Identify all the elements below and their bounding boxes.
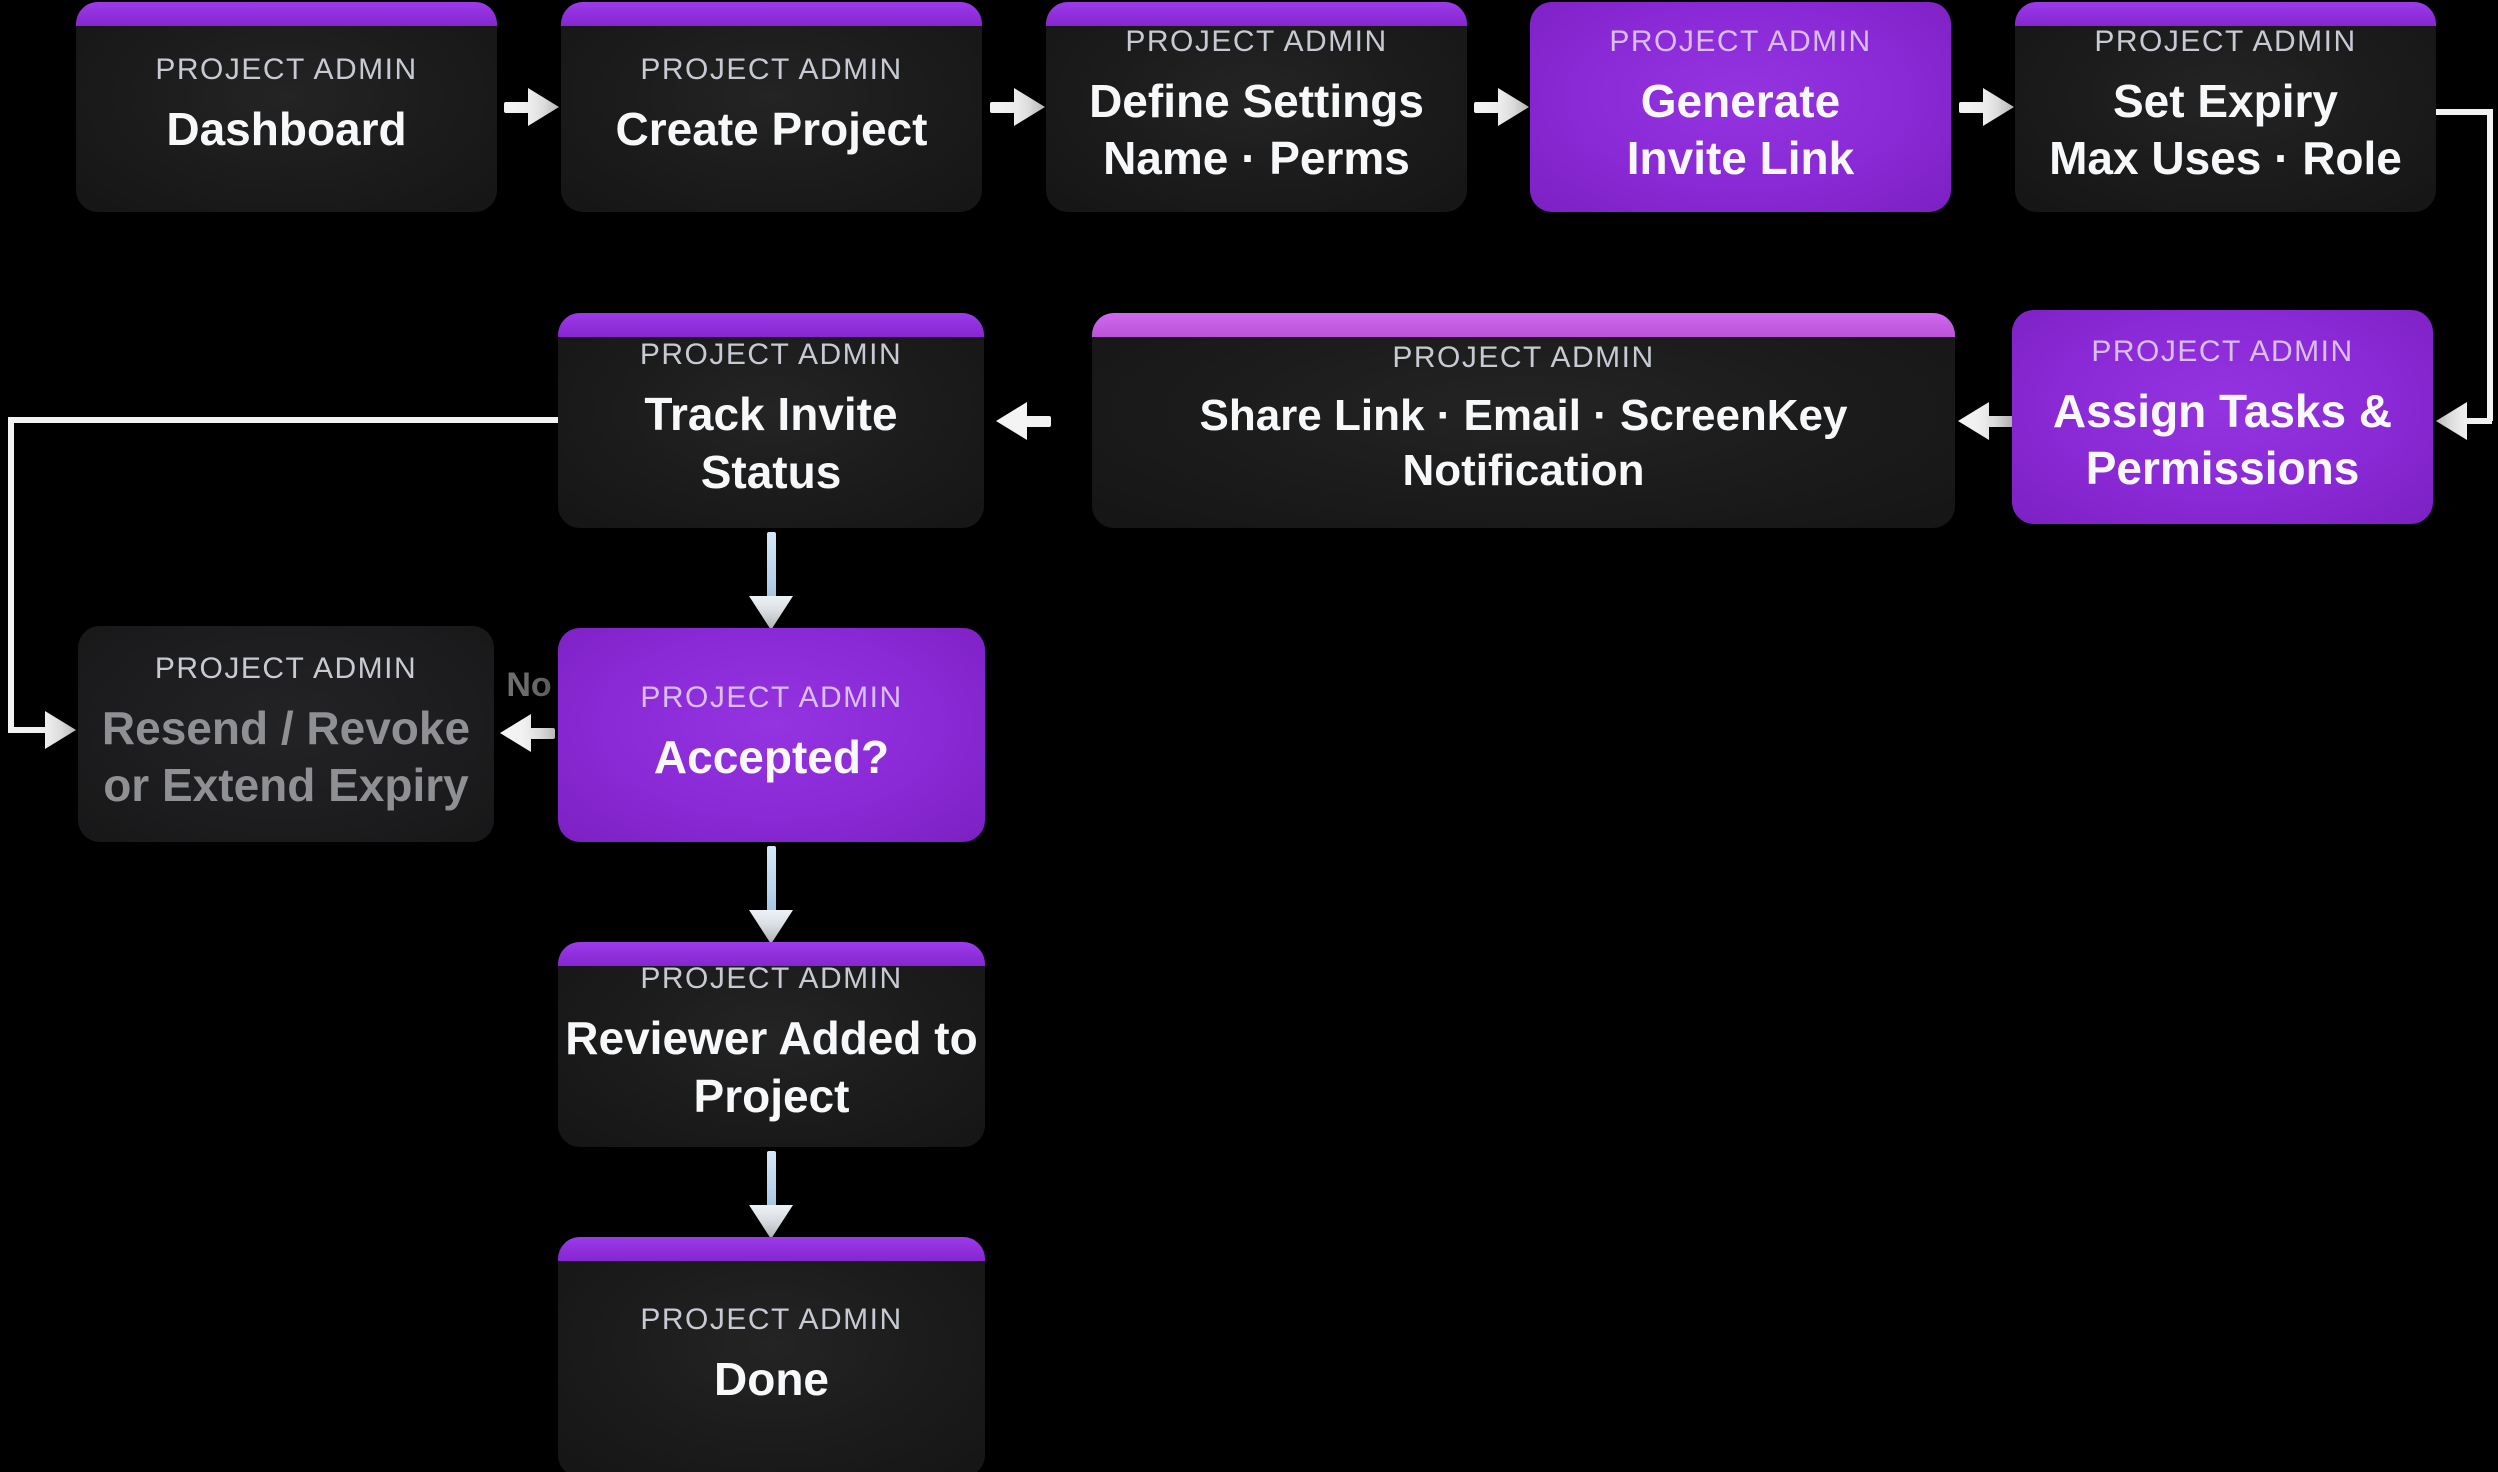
node-title: Set Expiry Max Uses · Role bbox=[2049, 74, 2402, 184]
flow-node-share-link: PROJECT ADMIN Share Link · Email · Scree… bbox=[1092, 313, 1955, 528]
node-title: Dashboard bbox=[166, 103, 407, 156]
arrow-stem bbox=[766, 846, 776, 912]
node-role-label: PROJECT ADMIN bbox=[155, 53, 418, 87]
node-title: Generate Invite Link bbox=[1626, 74, 1855, 184]
flow-arrow-right-icon bbox=[1959, 88, 2014, 126]
node-title: Done bbox=[714, 1353, 829, 1406]
arrow-stem bbox=[990, 101, 1015, 113]
arrow-head bbox=[749, 1205, 793, 1239]
arrow-stem bbox=[1959, 101, 1984, 113]
arrow-head bbox=[1014, 88, 1045, 126]
node-accent-strip-light bbox=[1092, 313, 1955, 337]
flow-arrow-down-icon bbox=[749, 532, 793, 630]
flow-arrow-down-icon bbox=[749, 846, 793, 944]
flow-arrow-left-icon bbox=[996, 402, 1051, 440]
node-accent-strip bbox=[2015, 2, 2436, 26]
arrow-stem bbox=[766, 1151, 776, 1207]
flow-node-resend-revoke: PROJECT ADMIN Resend / Revoke or Extend … bbox=[78, 626, 494, 842]
flow-arrow-right-icon bbox=[990, 88, 1045, 126]
node-accent-strip bbox=[558, 1237, 985, 1261]
connector-line bbox=[8, 727, 48, 733]
flow-arrow-right-icon bbox=[1474, 88, 1529, 126]
arrow-head bbox=[1958, 402, 1989, 440]
node-title: Resend / Revoke or Extend Expiry bbox=[101, 701, 471, 811]
arrow-stem bbox=[1474, 101, 1499, 113]
arrow-head bbox=[749, 596, 793, 630]
connector-line bbox=[2462, 418, 2492, 424]
flow-node-define-settings: PROJECT ADMIN Define Settings Name · Per… bbox=[1046, 2, 1467, 212]
arrow-head bbox=[528, 88, 559, 126]
flow-node-assign-tasks: PROJECT ADMIN Assign Tasks & Permissions bbox=[2012, 310, 2433, 524]
node-role-label: PROJECT ADMIN bbox=[2094, 24, 2357, 58]
node-title: Create Project bbox=[615, 103, 928, 156]
node-title: Assign Tasks & Permissions bbox=[2052, 384, 2393, 494]
arrow-head bbox=[500, 714, 531, 752]
node-title: Reviewer Added to Project bbox=[565, 1012, 978, 1122]
connector-line bbox=[8, 417, 14, 732]
node-role-label: PROJECT ADMIN bbox=[1609, 24, 1872, 58]
node-role-label: PROJECT ADMIN bbox=[639, 338, 903, 372]
arrow-head bbox=[45, 711, 76, 749]
node-role-label: PROJECT ADMIN bbox=[2091, 334, 2354, 368]
arrow-head bbox=[1498, 88, 1529, 126]
arrow-stem bbox=[1988, 415, 2013, 427]
flow-node-reviewer-added: PROJECT ADMIN Reviewer Added to Project bbox=[558, 942, 985, 1147]
connector-line bbox=[8, 417, 558, 423]
node-role-label: PROJECT ADMIN bbox=[154, 651, 418, 685]
arrow-head bbox=[749, 910, 793, 944]
node-accent-strip bbox=[1046, 2, 1467, 26]
flow-node-create-project: PROJECT ADMIN Create Project bbox=[561, 2, 982, 212]
node-accent-strip bbox=[558, 942, 985, 966]
flow-node-dashboard: PROJECT ADMIN Dashboard bbox=[76, 2, 497, 212]
flow-node-accepted: PROJECT ADMIN Accepted? bbox=[558, 628, 985, 842]
flow-node-generate-invite: PROJECT ADMIN Generate Invite Link bbox=[1530, 2, 1951, 212]
node-accent-strip bbox=[561, 2, 982, 26]
connector-line bbox=[2436, 109, 2492, 115]
node-role-label: PROJECT ADMIN bbox=[1125, 24, 1388, 58]
node-title: Accepted? bbox=[653, 731, 890, 784]
flow-node-track-invite: PROJECT ADMIN Track Invite Status bbox=[558, 313, 984, 528]
node-title: Track Invite Status bbox=[644, 388, 898, 498]
arrow-head bbox=[996, 402, 1027, 440]
flow-arrow-left-icon bbox=[1958, 402, 2013, 440]
connector-line bbox=[2487, 109, 2493, 421]
arrow-stem bbox=[504, 101, 529, 113]
node-role-label: PROJECT ADMIN bbox=[640, 53, 903, 87]
flow-arrow-right-icon bbox=[504, 88, 559, 126]
flow-node-done: PROJECT ADMIN Done bbox=[558, 1237, 985, 1472]
flow-arrow-down-icon bbox=[749, 1151, 793, 1239]
node-accent-strip bbox=[76, 2, 497, 26]
node-role-label: PROJECT ADMIN bbox=[1392, 340, 1655, 374]
node-title: Define Settings Name · Perms bbox=[1089, 74, 1424, 184]
arrow-stem bbox=[766, 532, 776, 598]
node-role-label: PROJECT ADMIN bbox=[640, 962, 903, 996]
arrow-stem bbox=[530, 727, 555, 739]
flow-arrow-left-icon bbox=[500, 714, 555, 752]
flow-node-set-expiry: PROJECT ADMIN Set Expiry Max Uses · Role bbox=[2015, 2, 2436, 212]
arrow-stem bbox=[1026, 415, 1051, 427]
arrow-head bbox=[2436, 402, 2467, 440]
node-role-label: PROJECT ADMIN bbox=[640, 1303, 903, 1337]
arrow-head bbox=[1983, 88, 2014, 126]
node-title: Share Link · Email · ScreenKey Notificat… bbox=[1199, 390, 1848, 495]
edge-label-no: No bbox=[506, 666, 552, 704]
node-role-label: PROJECT ADMIN bbox=[640, 681, 903, 715]
node-accent-strip bbox=[558, 313, 984, 337]
